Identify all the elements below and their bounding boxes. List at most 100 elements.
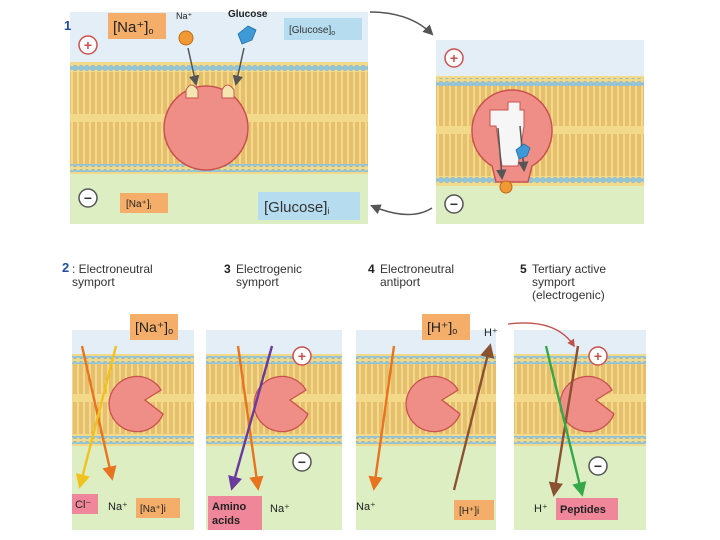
- carrier-protein: [559, 375, 615, 433]
- carrier-protein: [108, 375, 164, 433]
- peptides-label: Peptides: [560, 504, 606, 516]
- outer-head-groups: [72, 356, 194, 364]
- outer-head-groups: [514, 356, 646, 364]
- carrier-channel: [489, 101, 525, 167]
- glucose-binding-site: [221, 84, 235, 99]
- sodium-arrow: [236, 345, 264, 491]
- cycle-arrow-top: [369, 11, 434, 36]
- proton-arrow: [548, 345, 580, 497]
- panel-title-line: symport: [532, 275, 575, 289]
- plus-glyph: +: [450, 50, 458, 66]
- h-outside-label: [H⁺]o: [427, 319, 457, 336]
- panel-title-line: Electrogenic: [236, 262, 302, 276]
- minus-glyph: −: [298, 454, 306, 470]
- transport-panel-5: + − H⁺ Peptides: [507, 322, 646, 530]
- carrier-protein: [253, 375, 309, 433]
- inner-head-groups: [72, 436, 194, 444]
- carrier-protein: [163, 85, 249, 171]
- na-inside-label: [Na⁺]i: [140, 504, 166, 515]
- proton-label: H⁺: [534, 503, 548, 515]
- na-inside-box: [120, 193, 168, 213]
- panel-number: 3: [224, 262, 231, 276]
- amino-acids-label-line1: Amino: [212, 501, 247, 513]
- na-outside-box: [108, 13, 166, 39]
- plus-glyph: +: [84, 37, 92, 53]
- glucose-outside-box: [284, 18, 362, 40]
- negative-charge-icon: [588, 456, 608, 476]
- plus-glyph: +: [594, 348, 602, 364]
- plus-glyph: +: [298, 348, 306, 364]
- sodium-label: Na⁺: [270, 503, 290, 515]
- sodium-release-arrow: [496, 127, 507, 181]
- h-outside-box: [422, 314, 470, 340]
- panel-title-line: : Electroneutral: [72, 262, 153, 276]
- glucose-outside-label: [Glucose]o: [289, 25, 335, 37]
- sodium-label: Na⁺: [108, 501, 128, 513]
- panel-title-line: symport: [236, 275, 279, 289]
- na-outside-label: [Na⁺]o: [135, 319, 173, 336]
- glucose-molecule-icon: [237, 25, 257, 45]
- positive-charge-icon: [444, 48, 464, 68]
- peptides-box: [556, 498, 618, 520]
- extracellular-region: [206, 330, 342, 354]
- panel-title-line: antiport: [380, 275, 421, 289]
- negative-charge-icon: [444, 194, 464, 214]
- minus-glyph: −: [450, 196, 458, 212]
- sodium-arrow: [368, 345, 396, 491]
- na-inside-box: [136, 498, 180, 518]
- positive-charge-icon: [78, 35, 98, 55]
- glucose-molecule-icon: [515, 143, 531, 160]
- outer-head-groups: [70, 64, 368, 72]
- outer-head-groups: [206, 356, 342, 364]
- panel-number: 5: [520, 262, 527, 276]
- inner-head-groups: [206, 436, 342, 444]
- h-inside-box: [454, 500, 494, 520]
- chloride-arrow: [75, 345, 118, 489]
- transport-panel-3: + − Amino acids Na⁺: [206, 330, 342, 530]
- panel-title-line: (electrogenic): [532, 288, 605, 302]
- panel-title-line: Tertiary active: [532, 262, 606, 276]
- sodium-ion: [499, 180, 513, 194]
- amino-acid-arrow: [228, 345, 274, 491]
- na-outside-box: [130, 314, 178, 340]
- outer-head-groups: [356, 356, 496, 364]
- na-outside-label: [Na⁺]o: [113, 19, 153, 36]
- amino-acids-box: [208, 496, 262, 530]
- negative-charge-icon: [292, 452, 312, 472]
- na-inside-label: [Na⁺]i: [126, 199, 152, 211]
- glucose-entry-arrow: [232, 47, 245, 87]
- chloride-label: Cl⁻: [75, 499, 91, 511]
- positive-charge-icon: [588, 346, 608, 366]
- glucose-inside-label: [Glucose]i: [264, 199, 329, 216]
- proton-top-label: H⁺: [484, 327, 498, 339]
- peptide-arrow: [544, 345, 587, 497]
- carrier-protein: [405, 375, 461, 433]
- sodium-ion: [178, 30, 194, 46]
- chloride-box: [72, 494, 98, 514]
- transport-panel-2: [Na⁺]oCl⁻ Na⁺ [Na⁺]i: [72, 314, 194, 530]
- panel-number: 4: [368, 262, 375, 276]
- glucose-particle-label: Glucose: [228, 9, 268, 20]
- glucose-inside-box: [258, 192, 360, 220]
- sodium-entry-arrow: [187, 47, 200, 87]
- inner-head-groups: [356, 436, 496, 444]
- minus-glyph: −: [84, 190, 92, 206]
- amino-acids-label-line2: acids: [212, 515, 240, 527]
- inner-head-groups: [514, 436, 646, 444]
- cycle-arrow: [507, 322, 575, 348]
- top-left-panel: 1 [Na⁺]o Na⁺ Glucose [Glucose]o + − [Na⁺…: [64, 9, 368, 224]
- panel-title-line: Electroneutral: [380, 262, 454, 276]
- minus-glyph: −: [594, 458, 602, 474]
- h-inside-label: [H⁺]i: [459, 506, 479, 517]
- sodium-arrow: [80, 345, 117, 481]
- extracellular-region: [514, 330, 646, 354]
- negative-charge-icon: [78, 188, 98, 208]
- proton-arrow: [452, 343, 495, 491]
